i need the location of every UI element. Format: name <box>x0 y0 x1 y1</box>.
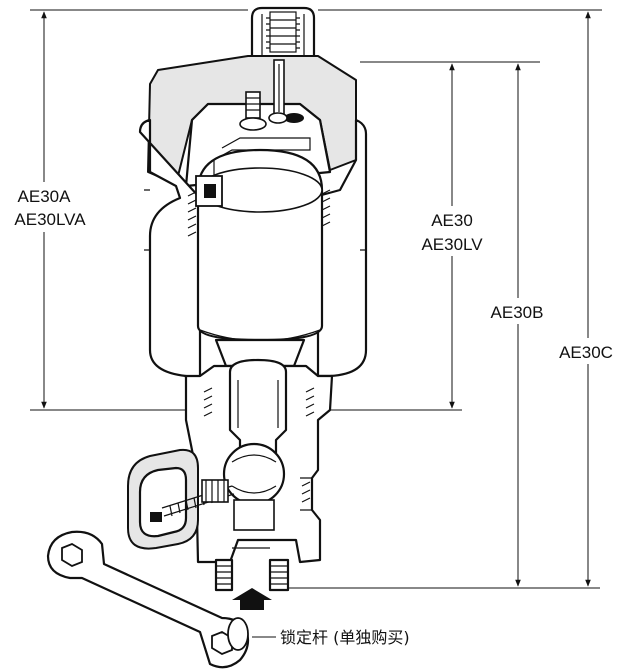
label-ae30b: AE30B <box>491 303 544 322</box>
label-ae30a-line2: AE30LVA <box>14 210 86 229</box>
lock-lever <box>46 530 250 669</box>
valve-illustration <box>127 6 368 592</box>
label-ae30a-line1: AE30A <box>18 187 72 206</box>
label-ae30-line2: AE30LV <box>421 235 483 254</box>
dimension-labels: AE30A AE30LVA AE30 AE30LV AE30B AE30C <box>14 187 613 362</box>
flow-arrow <box>232 588 272 610</box>
lock-lever-label: 锁定杆 (单独购买) <box>280 628 410 647</box>
label-ae30c: AE30C <box>559 343 613 362</box>
label-ae30-line1: AE30 <box>431 211 473 230</box>
